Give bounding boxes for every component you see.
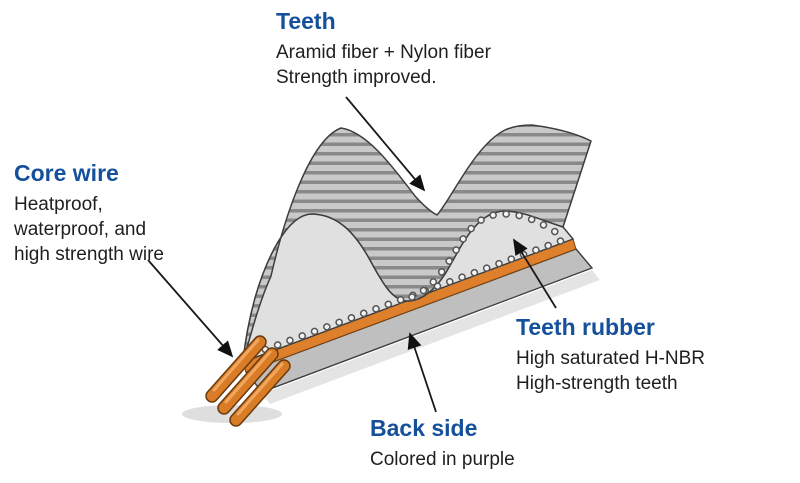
- back-side-arrow: [407, 332, 437, 413]
- teeth-rubber-arrow: [513, 238, 557, 309]
- teeth-rubber-desc-line: High-strength teeth: [516, 373, 678, 394]
- teeth-arrow: [345, 96, 426, 192]
- core-wire-desc-line: high strength wire: [14, 244, 164, 265]
- back-side-desc-line: Colored in purple: [370, 449, 515, 470]
- belt-shadow: [262, 270, 600, 404]
- core-wires: [205, 335, 291, 427]
- core-wire-desc-line: Heatproof,: [14, 194, 103, 215]
- teeth-desc-line: Strength improved.: [276, 67, 437, 88]
- back-side-heading: Back side: [370, 415, 478, 441]
- wires-shadow: [182, 405, 282, 423]
- teeth-label: Teeth Aramid fiber + Nylon fiber Strengt…: [276, 8, 491, 90]
- core-wire-arrow: [147, 259, 234, 358]
- core-wire-label: Core wire Heatproof, waterproof, and hig…: [14, 160, 164, 267]
- core-wire-dots: [249, 210, 570, 358]
- core-wire-heading: Core wire: [14, 160, 119, 186]
- teeth-rubber-heading: Teeth rubber: [516, 314, 655, 340]
- teeth-top-surface: [242, 124, 592, 363]
- teeth-heading: Teeth: [276, 8, 336, 34]
- teeth-rubber-desc-line: High saturated H-NBR: [516, 348, 706, 369]
- belt-illustration: [147, 96, 600, 427]
- teeth-desc-line: Aramid fiber + Nylon fiber: [276, 42, 491, 63]
- teeth-rubber-label: Teeth rubber High saturated H-NBR High-s…: [516, 314, 705, 396]
- core-wire-desc-line: waterproof, and: [14, 219, 147, 240]
- back-side-label: Back side Colored in purple: [370, 415, 515, 472]
